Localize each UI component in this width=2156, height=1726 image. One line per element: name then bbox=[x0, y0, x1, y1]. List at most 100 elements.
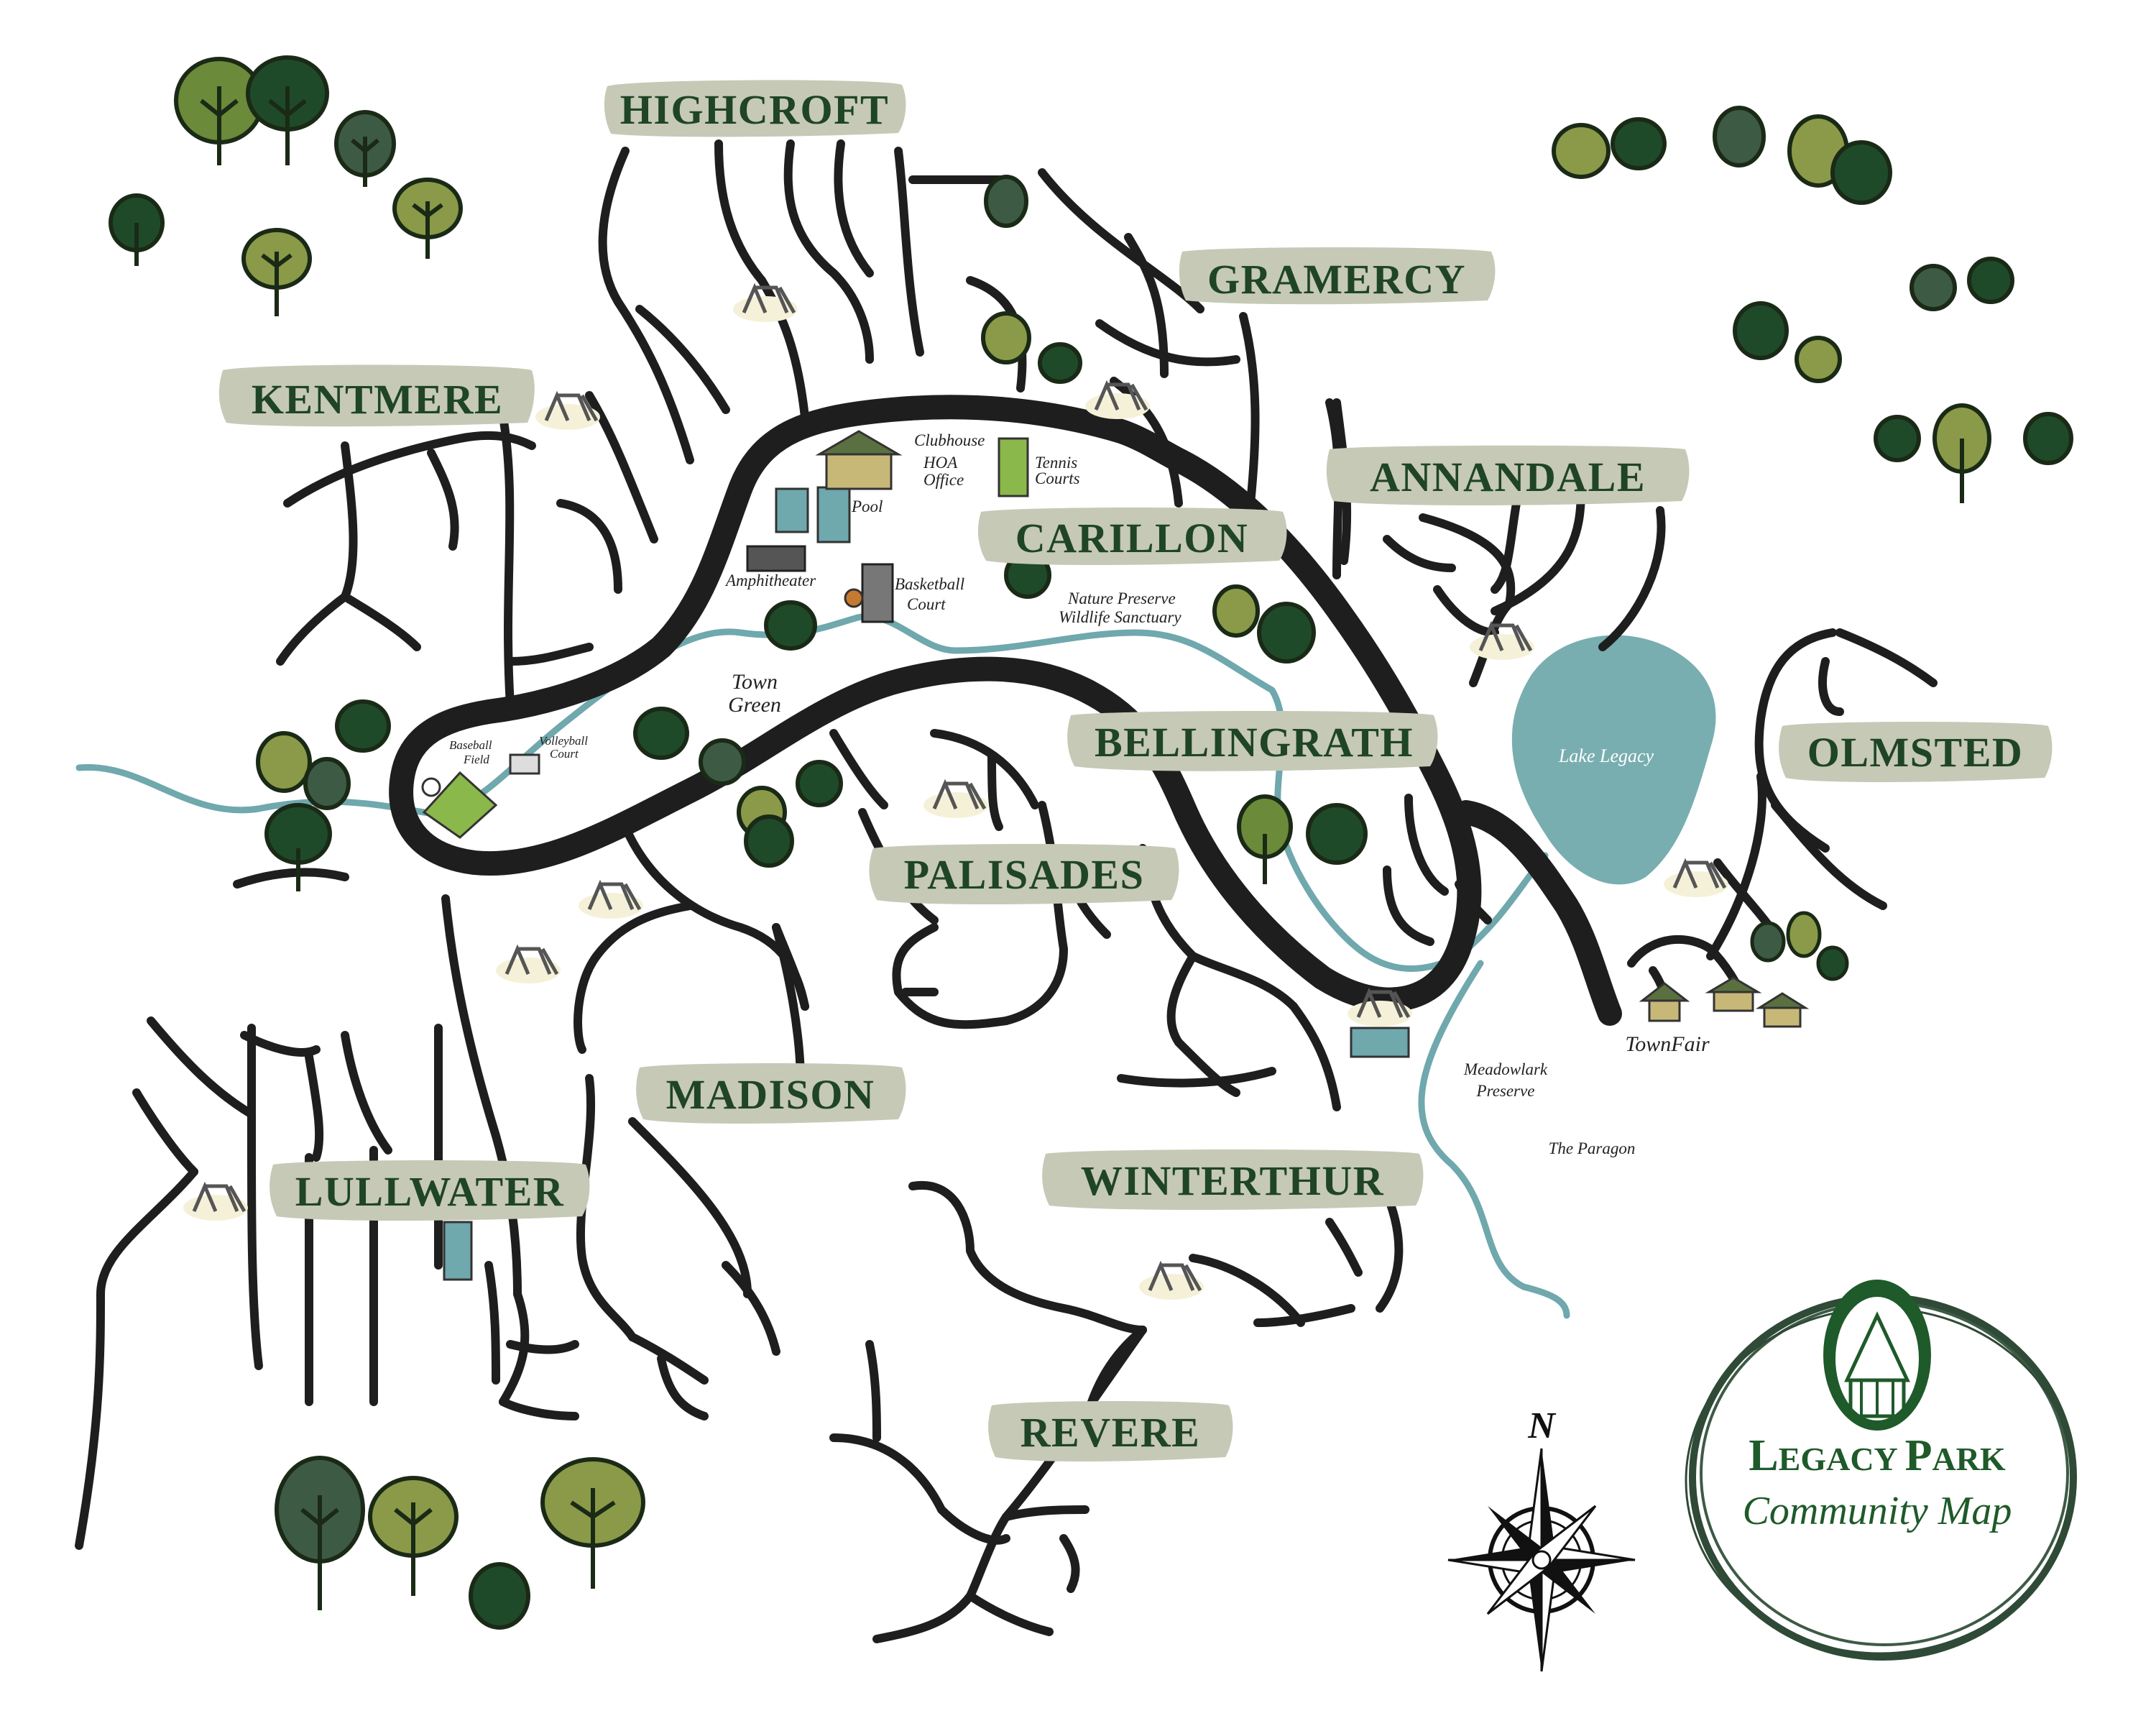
volleyball-court-icon bbox=[509, 753, 540, 775]
nature-label-2: Wildlife Sanctuary bbox=[1059, 608, 1181, 626]
label-olmsted: OLMSTED bbox=[1779, 722, 2053, 782]
tree-icon bbox=[1967, 257, 2014, 304]
tree-icon bbox=[1874, 415, 1921, 462]
label-lullwater: LULLWATER bbox=[270, 1160, 590, 1221]
townfair-buildings-icon bbox=[1639, 976, 1810, 1028]
svg-text:MADISON: MADISON bbox=[666, 1071, 875, 1118]
playground-icon bbox=[496, 944, 561, 983]
volleyball-label-1: Volleyball bbox=[539, 734, 588, 748]
playground-icon bbox=[1348, 987, 1412, 1027]
trees bbox=[109, 55, 2073, 1630]
lake-legacy bbox=[1511, 635, 1716, 885]
tree-icon bbox=[1795, 336, 1842, 383]
tree-icon bbox=[1237, 794, 1293, 884]
pool-icon bbox=[775, 487, 809, 533]
svg-text:BELLINGRATH: BELLINGRATH bbox=[1095, 719, 1414, 766]
tree-icon bbox=[633, 707, 689, 760]
tree-icon bbox=[109, 193, 165, 266]
amphitheater-icon bbox=[746, 545, 806, 572]
playground-icon bbox=[535, 390, 600, 430]
nature-label-1: Nature Preserve bbox=[1067, 589, 1176, 607]
lake-label: Lake Legacy bbox=[1558, 745, 1654, 766]
meadowlark-label-1: Meadowlark bbox=[1463, 1060, 1548, 1078]
amenity-labels: Clubhouse HOA Office Tennis Courts Pool … bbox=[449, 431, 1710, 1157]
tree-icon bbox=[1713, 106, 1766, 167]
playgrounds bbox=[183, 283, 1728, 1300]
baseball-label-1: Baseball bbox=[449, 738, 492, 752]
label-winterthur: WINTERTHUR bbox=[1042, 1149, 1424, 1210]
playground-icon bbox=[1085, 380, 1150, 419]
basketball-label-1: Basketball bbox=[895, 575, 964, 593]
tree-icon bbox=[264, 803, 332, 891]
playground-icon bbox=[1470, 620, 1534, 660]
meadowlark-label-2: Preserve bbox=[1476, 1082, 1535, 1100]
tree-icon bbox=[1733, 301, 1789, 360]
svg-text:REVERE: REVERE bbox=[1021, 1409, 1201, 1456]
tree-icon bbox=[392, 178, 463, 259]
svg-text:OLMSTED: OLMSTED bbox=[1807, 729, 2024, 776]
tree-icon bbox=[174, 57, 264, 165]
tree-icon bbox=[335, 699, 391, 753]
svg-text:PALISADES: PALISADES bbox=[904, 851, 1145, 898]
tree-icon bbox=[699, 738, 746, 786]
basketball-court-icon bbox=[861, 563, 894, 623]
tree-icon bbox=[1750, 921, 1786, 963]
pools bbox=[443, 486, 1410, 1281]
playground-icon bbox=[183, 1181, 248, 1221]
title-logo: LEGACY PARK Community Map bbox=[1685, 1280, 2077, 1661]
tennis-label-2: Courts bbox=[1035, 469, 1080, 487]
compass-rose: N bbox=[1447, 1405, 1636, 1672]
label-kentmere: KENTMERE bbox=[218, 364, 535, 427]
baseball-label-2: Field bbox=[463, 753, 489, 766]
svg-text:WINTERTHUR: WINTERTHUR bbox=[1081, 1157, 1384, 1204]
label-bellingrath: BELLINGRATH bbox=[1067, 711, 1438, 771]
tree-icon bbox=[1038, 342, 1082, 384]
pool-icon bbox=[443, 1221, 473, 1281]
tree-icon bbox=[241, 228, 312, 316]
hoa-label-2: Office bbox=[923, 471, 964, 489]
tree-icon bbox=[368, 1476, 459, 1596]
tree-icon bbox=[1306, 803, 1368, 865]
tree-icon bbox=[984, 175, 1028, 228]
tree-icon bbox=[1786, 911, 1822, 958]
tree-icon bbox=[303, 757, 351, 810]
tree-icon bbox=[540, 1457, 645, 1589]
volleyball-label-2: Court bbox=[550, 747, 579, 761]
tree-icon bbox=[796, 760, 843, 807]
tree-icon bbox=[469, 1562, 530, 1630]
clubhouse-icon bbox=[815, 430, 903, 490]
tree-icon bbox=[246, 55, 329, 165]
pool-icon bbox=[1350, 1027, 1410, 1058]
gazebo-emblem-icon bbox=[1823, 1280, 1931, 1431]
clubhouse-label: Clubhouse bbox=[914, 431, 985, 449]
tree-icon bbox=[1932, 403, 1991, 503]
amphitheater-label: Amphitheater bbox=[724, 571, 816, 589]
playground-icon bbox=[733, 283, 798, 322]
tree-icon bbox=[1830, 140, 1892, 205]
svg-text:ANNANDALE: ANNANDALE bbox=[1370, 454, 1646, 500]
tree-icon bbox=[1909, 264, 1957, 311]
tree-icon bbox=[981, 311, 1031, 364]
svg-text:LULLWATER: LULLWATER bbox=[295, 1168, 565, 1215]
playground-icon bbox=[1139, 1260, 1204, 1300]
tree-icon bbox=[334, 110, 396, 187]
tree-icon bbox=[764, 600, 817, 651]
tree-icon bbox=[2023, 412, 2073, 465]
town-green-label-1: Town bbox=[732, 670, 778, 694]
baseball-field-icon bbox=[422, 771, 498, 839]
tree-icon bbox=[1816, 945, 1849, 981]
tennis-courts-icon bbox=[998, 437, 1029, 497]
tree-icon bbox=[1212, 584, 1260, 638]
tree-icon bbox=[275, 1456, 365, 1610]
secondary-roads bbox=[75, 139, 1938, 1643]
svg-text:GRAMERCY: GRAMERCY bbox=[1207, 256, 1466, 303]
label-annandale: ANNANDALE bbox=[1326, 445, 1690, 505]
playground-icon bbox=[1664, 858, 1728, 897]
label-palisades: PALISADES bbox=[869, 844, 1179, 904]
tree-icon bbox=[256, 731, 312, 793]
town-green-label-2: Green bbox=[728, 693, 781, 717]
neighborhood-labels: HIGHCROFT GRAMERCY KENTMERE ANNANDALE CA… bbox=[218, 80, 2053, 1461]
tree-icon bbox=[744, 814, 794, 868]
label-gramercy: GRAMERCY bbox=[1179, 247, 1496, 305]
